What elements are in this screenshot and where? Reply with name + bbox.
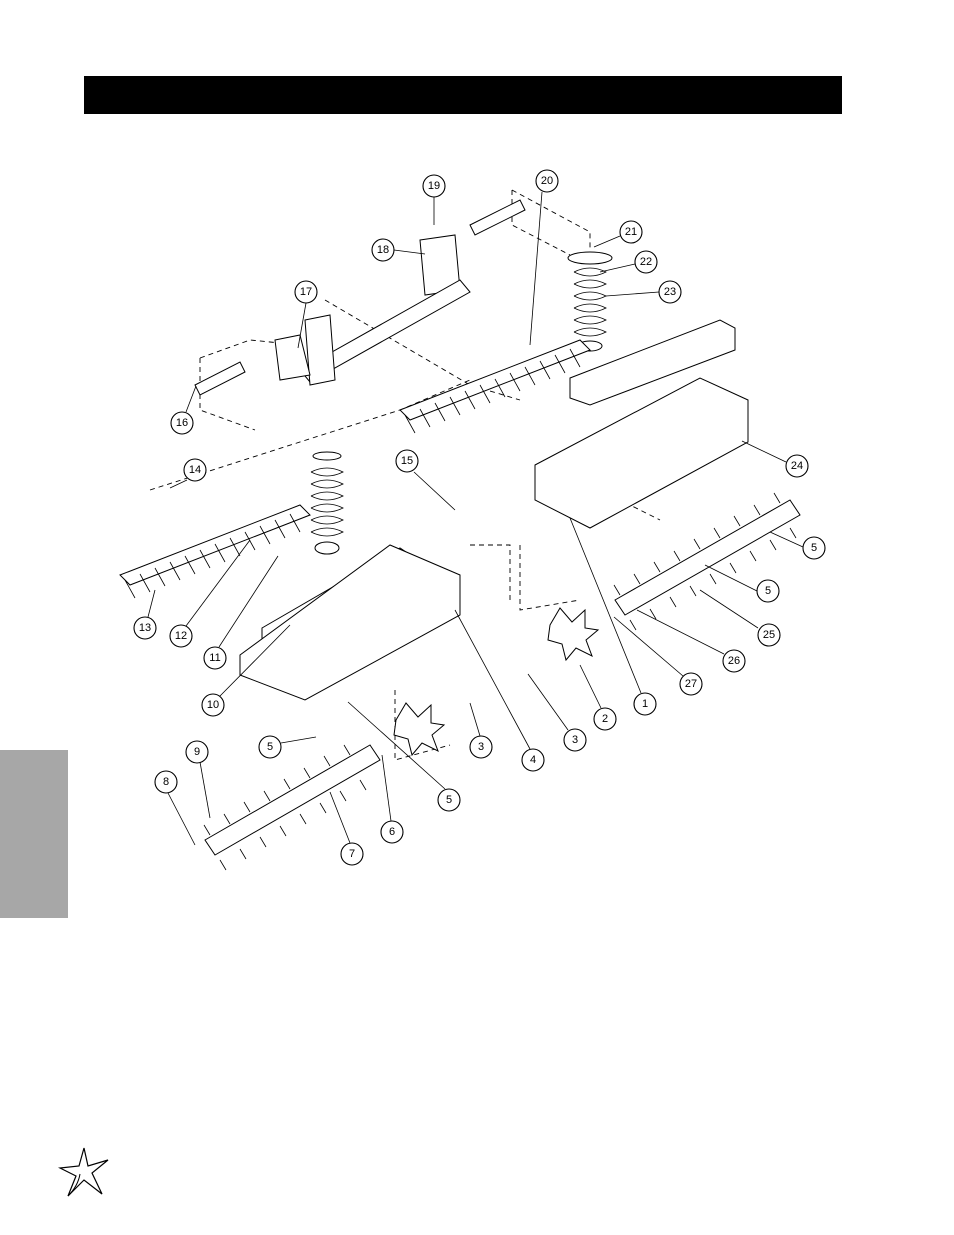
callout: 10	[201, 693, 225, 717]
callout: 3	[563, 728, 587, 752]
callout: 19	[422, 174, 446, 198]
callout: 6	[380, 820, 404, 844]
callout: 24	[785, 454, 809, 478]
svg-text:16: 16	[176, 417, 188, 429]
svg-text:22: 22	[640, 256, 652, 268]
svg-text:25: 25	[763, 629, 775, 641]
svg-text:23: 23	[664, 286, 676, 298]
callout: 26	[722, 649, 746, 673]
svg-text:12: 12	[175, 630, 187, 642]
callout: 17	[294, 280, 318, 304]
callout: 20	[535, 169, 559, 193]
svg-text:11: 11	[209, 652, 220, 664]
callout: 5	[756, 579, 780, 603]
svg-text:9: 9	[194, 746, 200, 758]
callout: 18	[371, 238, 395, 262]
callouts: 19 20 21 18 22 17 23 16 24 14 15 5 5 13 …	[133, 169, 826, 866]
svg-text:5: 5	[765, 585, 771, 597]
callout: 21	[619, 220, 643, 244]
callout: 27	[679, 672, 703, 696]
spring-upper	[567, 251, 613, 352]
callout: 1	[633, 692, 657, 716]
side-tab	[0, 750, 68, 918]
callout: 5	[437, 788, 461, 812]
svg-text:4: 4	[530, 754, 536, 766]
callout: 7	[340, 842, 364, 866]
svg-text:18: 18	[377, 244, 389, 256]
callout: 5	[258, 735, 282, 759]
svg-text:5: 5	[446, 794, 452, 806]
svg-text:1: 1	[642, 698, 648, 710]
brand-star-icon	[58, 1147, 109, 1197]
svg-text:27: 27	[685, 678, 697, 690]
svg-text:14: 14	[189, 464, 201, 476]
svg-text:15: 15	[401, 455, 413, 467]
spring-lower	[310, 451, 344, 555]
header-bar	[84, 76, 842, 114]
callout: 3	[469, 735, 493, 759]
svg-text:3: 3	[478, 741, 484, 753]
svg-text:8: 8	[163, 776, 169, 788]
callout: 13	[133, 616, 157, 640]
callout: 2	[593, 707, 617, 731]
callout: 9	[185, 740, 209, 764]
callout: 22	[634, 250, 658, 274]
svg-text:5: 5	[811, 542, 817, 554]
svg-text:19: 19	[428, 180, 440, 192]
svg-text:10: 10	[207, 699, 219, 711]
svg-text:26: 26	[728, 655, 740, 667]
svg-text:6: 6	[389, 826, 395, 838]
tine-rakes	[119, 339, 591, 599]
svg-text:21: 21	[625, 226, 637, 238]
callout: 14	[183, 458, 207, 482]
svg-text:20: 20	[541, 175, 553, 187]
callout: 12	[169, 624, 193, 648]
callout: 23	[658, 280, 682, 304]
svg-text:24: 24	[791, 460, 803, 472]
svg-text:13: 13	[139, 622, 151, 634]
svg-text:7: 7	[349, 848, 355, 860]
svg-text:5: 5	[267, 741, 273, 753]
callout: 4	[521, 748, 545, 772]
callout: 25	[757, 623, 781, 647]
frame-axle-assembly	[194, 199, 526, 396]
callout: 16	[170, 411, 194, 435]
housings	[239, 319, 749, 701]
svg-text:17: 17	[300, 286, 312, 298]
callout: 5	[802, 536, 826, 560]
callout: 15	[395, 449, 419, 473]
svg-text:2: 2	[602, 713, 608, 725]
callout: 11	[203, 646, 227, 670]
svg-text:3: 3	[572, 734, 578, 746]
rollers	[203, 492, 801, 871]
callout: 8	[154, 770, 178, 794]
